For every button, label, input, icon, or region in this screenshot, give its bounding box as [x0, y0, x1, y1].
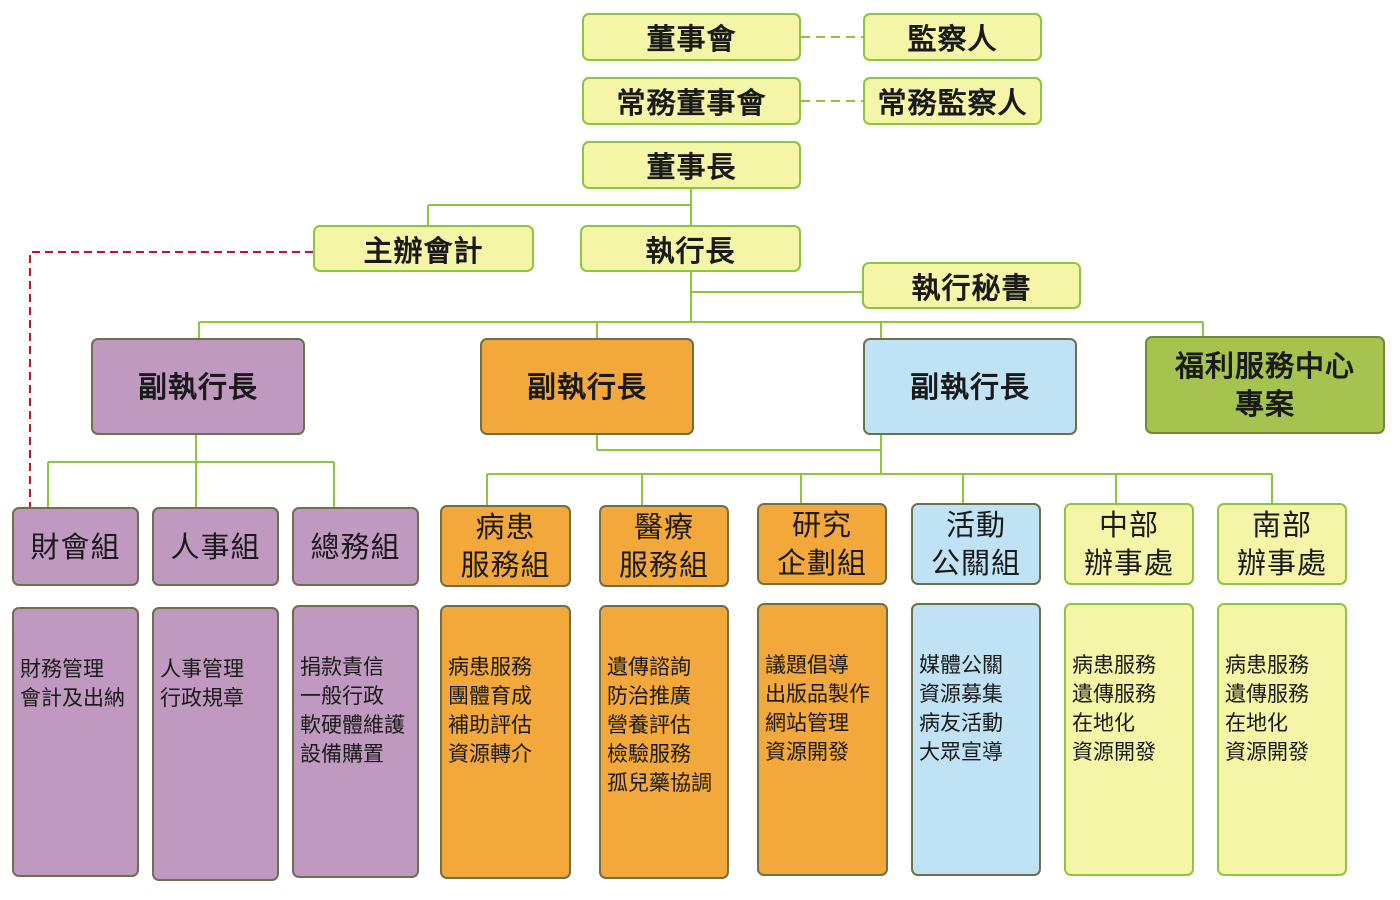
- unit-medical-service-label: 醫療 服務組: [618, 510, 709, 582]
- welfare-project-label: 福利服務中心 專案: [1174, 349, 1355, 421]
- unit-personnel-label: 人事組: [170, 529, 261, 564]
- duties-general-affairs-text: 捐款責信 一般行政 軟硬體維護 設備購置: [300, 655, 405, 766]
- unit-finance-label: 財會組: [30, 529, 121, 564]
- vp3-label: 副執行長: [909, 369, 1030, 404]
- supervisors-box: 監察人: [863, 13, 1042, 61]
- duties-central-office-text: 病患服務 遺傳服務 在地化 資源開發: [1072, 653, 1156, 764]
- unit-general-affairs-box: 總務組: [292, 507, 419, 586]
- supervisors-label: 監察人: [907, 22, 998, 56]
- chief-accountant-box: 主辦會計: [313, 225, 534, 272]
- duties-central-office: 病患服務 遺傳服務 在地化 資源開發: [1064, 603, 1194, 876]
- duties-medical-service-text: 遺傳諮詢 防治推廣 營養評估 檢驗服務 孤兒藥協調: [607, 655, 712, 795]
- unit-southern-office-label: 南部 辦事處: [1236, 508, 1327, 580]
- duties-personnel-text: 人事管理 行政規章: [160, 657, 244, 710]
- duties-finance: 財務管理 會計及出納: [12, 607, 139, 877]
- vp1-box: 副執行長: [91, 338, 305, 435]
- unit-personnel-box: 人事組: [152, 507, 279, 586]
- welfare-project-box: 福利服務中心 專案: [1145, 336, 1385, 434]
- unit-research-planning-label: 研究 企劃組: [776, 508, 867, 580]
- unit-southern-office-box: 南部 辦事處: [1217, 503, 1347, 585]
- executive-supervisor-box: 常務監察人: [863, 77, 1042, 125]
- chairman-label: 董事長: [646, 150, 737, 184]
- executive-board-box: 常務董事會: [582, 77, 801, 125]
- duties-personnel: 人事管理 行政規章: [152, 607, 279, 881]
- unit-patient-service-label: 病患 服務組: [460, 510, 551, 582]
- chairman-box: 董事長: [582, 141, 801, 189]
- duties-finance-text: 財務管理 會計及出納: [20, 657, 125, 710]
- accountant-finance-link: [29, 251, 313, 507]
- vp2-label: 副執行長: [526, 369, 647, 404]
- duties-events-pr: 媒體公關 資源募集 病友活動 大眾宣導: [911, 603, 1041, 876]
- vp1-label: 副執行長: [137, 369, 258, 404]
- duties-patient-service-text: 病患服務 團體育成 補助評估 資源轉介: [448, 655, 532, 766]
- unit-finance-box: 財會組: [12, 507, 139, 586]
- executive-board-label: 常務董事會: [616, 86, 767, 120]
- unit-medical-service-box: 醫療 服務組: [599, 505, 729, 587]
- unit-central-office-box: 中部 辦事處: [1064, 503, 1194, 585]
- unit-events-pr-label: 活動 公關組: [930, 508, 1021, 580]
- duties-events-pr-text: 媒體公關 資源募集 病友活動 大眾宣導: [919, 653, 1003, 764]
- ceo-label: 執行長: [645, 233, 736, 268]
- duties-research-planning-text: 議題倡導 出版品製作 網站管理 資源開發: [765, 653, 870, 764]
- duties-medical-service: 遺傳諮詢 防治推廣 營養評估 檢驗服務 孤兒藥協調: [599, 605, 729, 879]
- chief-accountant-label: 主辦會計: [363, 233, 484, 268]
- executive-supervisor-label: 常務監察人: [877, 86, 1028, 120]
- ceo-box: 執行長: [580, 225, 801, 272]
- vp2-box: 副執行長: [480, 338, 694, 435]
- duties-general-affairs: 捐款責信 一般行政 軟硬體維護 設備購置: [292, 605, 419, 878]
- unit-patient-service-box: 病患 服務組: [440, 505, 571, 587]
- board-box: 董事會: [582, 13, 801, 61]
- unit-research-planning-box: 研究 企劃組: [757, 503, 887, 585]
- duties-southern-office: 病患服務 遺傳服務 在地化 資源開發: [1217, 603, 1347, 876]
- duties-southern-office-text: 病患服務 遺傳服務 在地化 資源開發: [1225, 653, 1309, 764]
- executive-secretary-box: 執行秘書: [862, 262, 1081, 309]
- vp3-box: 副執行長: [863, 338, 1077, 435]
- unit-central-office-label: 中部 辦事處: [1083, 508, 1174, 580]
- board-label: 董事會: [646, 22, 737, 56]
- unit-general-affairs-label: 總務組: [310, 529, 401, 564]
- executive-secretary-label: 執行秘書: [911, 270, 1032, 305]
- unit-events-pr-box: 活動 公關組: [911, 503, 1041, 585]
- duties-research-planning: 議題倡導 出版品製作 網站管理 資源開發: [757, 603, 888, 876]
- duties-patient-service: 病患服務 團體育成 補助評估 資源轉介: [440, 605, 571, 879]
